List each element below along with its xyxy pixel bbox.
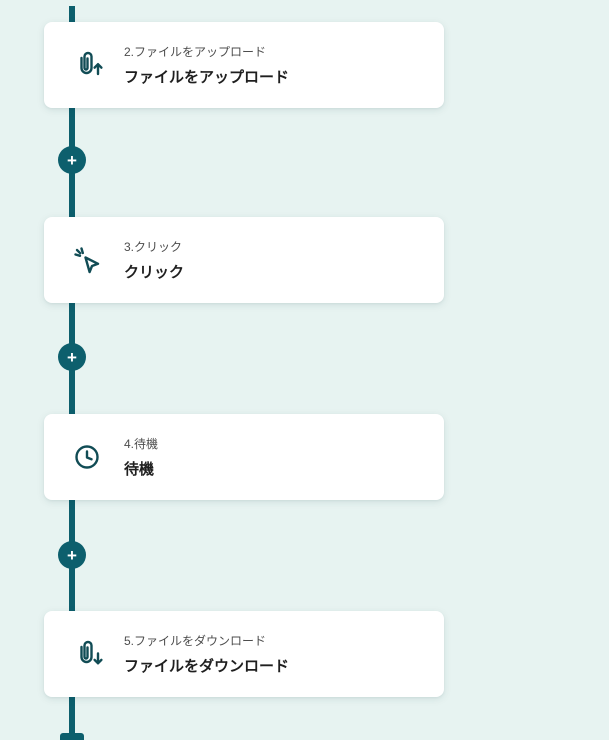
workflow-timeline-line: [69, 6, 75, 740]
add-step-button[interactable]: +: [58, 343, 86, 371]
step-title: 待機: [124, 461, 155, 478]
step-card-file-upload[interactable]: 2.ファイルをアップロード ファイルをアップロード: [44, 22, 444, 108]
plus-icon: +: [67, 347, 77, 367]
step-card-wait[interactable]: 4.待機 待機: [44, 414, 444, 500]
step-label: 5.ファイルをダウンロード: [124, 634, 267, 648]
add-step-button[interactable]: +: [58, 541, 86, 569]
step-text: 5.ファイルをダウンロード ファイルをダウンロード: [124, 632, 289, 676]
step-text: 3.クリック クリック: [124, 238, 184, 282]
add-step-button[interactable]: +: [58, 146, 86, 174]
step-title: ファイルをダウンロード: [124, 658, 290, 675]
next-node-edge: [60, 733, 84, 740]
file-download-icon: [68, 635, 106, 673]
step-title: クリック: [124, 264, 185, 281]
step-title: ファイルをアップロード: [124, 69, 290, 86]
click-icon: [68, 241, 106, 279]
plus-icon: +: [67, 150, 77, 170]
step-card-file-download[interactable]: 5.ファイルをダウンロード ファイルをダウンロード: [44, 611, 444, 697]
step-text: 2.ファイルをアップロード ファイルをアップロード: [124, 43, 289, 87]
step-label: 3.クリック: [124, 240, 183, 254]
wait-clock-icon: [68, 438, 106, 476]
plus-icon: +: [67, 545, 77, 565]
step-card-click[interactable]: 3.クリック クリック: [44, 217, 444, 303]
step-label: 4.待機: [124, 437, 159, 451]
file-upload-icon: [68, 46, 106, 84]
step-text: 4.待機 待機: [124, 435, 158, 479]
step-label: 2.ファイルをアップロード: [124, 45, 267, 59]
